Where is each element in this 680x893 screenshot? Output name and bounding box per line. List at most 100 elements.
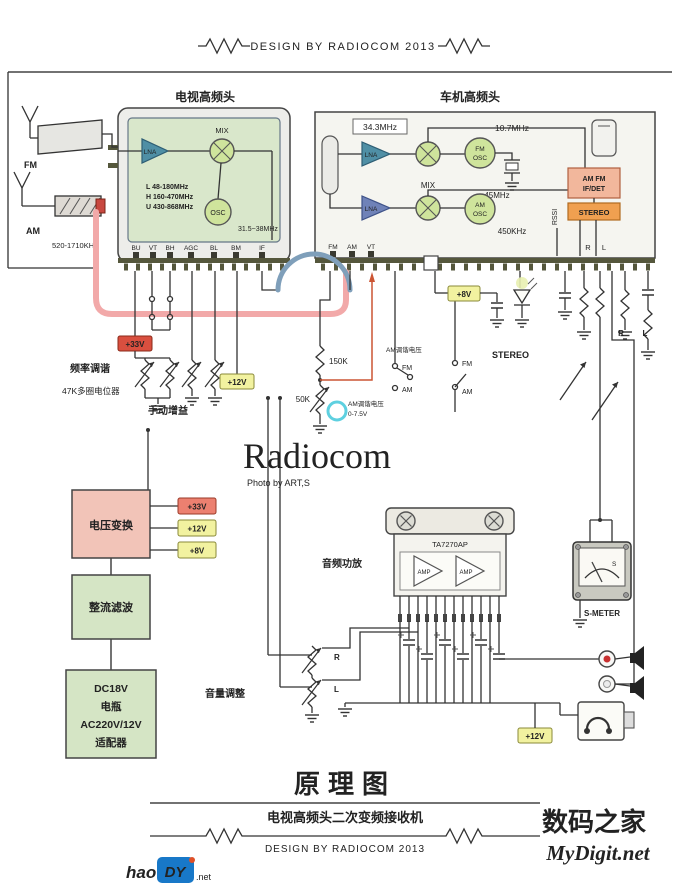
freq-pot-icon xyxy=(160,360,179,389)
oscillator-icon xyxy=(204,198,232,226)
sw2-fm-label: FM xyxy=(462,361,472,368)
meter-face xyxy=(578,547,626,587)
am-tune-label2: AM调谐电压 xyxy=(348,399,384,408)
v8-label: +8V xyxy=(457,290,472,299)
ground-icon xyxy=(207,397,223,406)
v12-label: +12V xyxy=(228,378,248,387)
footer-subtitle: 电视高频头二次变频接收机 xyxy=(267,810,423,825)
capacitor-icon xyxy=(490,302,504,309)
tv-pin-bh: BH xyxy=(165,245,174,252)
footer: 原理图 电视高频头二次变频接收机 DESIGN BY RADIOCOM 2013 xyxy=(150,769,540,855)
tv-pin-bl: BL xyxy=(210,245,218,252)
ground-icon xyxy=(572,619,588,628)
haody-dot-icon xyxy=(189,857,195,863)
screw-icon xyxy=(484,511,504,531)
am-mixer-icon xyxy=(415,195,441,221)
ground-icon xyxy=(337,708,353,717)
zigzag-right-icon xyxy=(438,37,490,55)
voltage-converter-block xyxy=(71,489,151,559)
r50k-label: 50K xyxy=(296,395,311,404)
watermark-credit: Photo by ART,S xyxy=(247,478,310,488)
tv-pin-vt: VT xyxy=(149,245,157,252)
am-tune-range: 0-7.5V xyxy=(348,411,368,418)
sw1-am-label: AM xyxy=(402,387,413,394)
vt-tuning-wire xyxy=(320,276,373,381)
stereo-label: STEREO xyxy=(492,350,529,360)
pwr-v33-badge xyxy=(177,497,217,515)
header: DESIGN BY RADIOCOM 2013 xyxy=(7,37,672,269)
audio-v12-label: +12V xyxy=(526,732,546,741)
channel-l-label: L xyxy=(334,685,339,694)
bus-tab xyxy=(423,255,439,271)
audio-outputs: +12V xyxy=(499,646,644,744)
tv-if-range: 31.5~38MHz xyxy=(238,226,278,233)
mid-out-r: R xyxy=(618,329,624,338)
zigzag-left-icon xyxy=(198,827,250,845)
car-pin-am: AM xyxy=(347,244,357,251)
amp-pins xyxy=(398,596,501,622)
am-if-label: 450KHz xyxy=(498,227,526,236)
speaker-icon xyxy=(630,676,644,700)
ground-icon xyxy=(576,331,592,340)
am-trimmer-icon xyxy=(95,198,106,214)
footer-title: 原理图 xyxy=(294,769,396,799)
volume-pot-r-icon xyxy=(302,646,321,675)
rectifier-label: 整流滤波 xyxy=(88,600,134,614)
car-pin-vt: VT xyxy=(367,244,375,251)
crystal-icon xyxy=(505,162,519,171)
s-meter: S S-METER xyxy=(572,541,632,628)
am-osc-icon xyxy=(464,193,496,225)
car-tuner-title: 车机高频头 xyxy=(440,89,500,104)
pwr-v12-label: +12V xyxy=(188,525,208,534)
ifdet-label-1: AM FM xyxy=(583,176,606,183)
pwr-v33-label: +33V xyxy=(188,503,208,512)
car-tuner-module: 车机高频头 34.3MHz 10.7MHz LNA FM OSC 45MHz M… xyxy=(314,89,656,271)
pot-desc-label: 47K多圈电位器 xyxy=(62,386,120,396)
r150k-label: 150K xyxy=(329,357,348,366)
volume-pot-l-icon xyxy=(302,678,321,707)
ground-icon xyxy=(304,714,320,723)
watermark: Radiocom Photo by ART,S xyxy=(243,436,391,488)
capacitor-icon xyxy=(641,289,655,296)
fm-balun-icon xyxy=(37,119,103,155)
fm-lna-icon xyxy=(361,141,392,167)
fm-osc-icon xyxy=(464,137,496,169)
am-osc-label-2: OSC xyxy=(473,211,487,218)
audio-section-label: 音频功放 xyxy=(322,557,363,570)
stereo-block xyxy=(567,202,621,221)
speaker-icon xyxy=(630,646,644,670)
am-feed-wire xyxy=(93,209,349,317)
stereo-block-label: STEREO xyxy=(579,208,610,217)
fm-mixer-icon xyxy=(415,141,441,167)
fm-if-label: 45MHz xyxy=(484,191,509,200)
tv-pin-bus xyxy=(118,258,290,263)
audio-amp: 音频功放 TA7270AP AMP AMP xyxy=(205,507,560,723)
fm-osc-label-1: FM xyxy=(475,146,484,153)
ground-icon xyxy=(514,319,530,328)
resistor-icon xyxy=(595,287,605,318)
tv-tuner-module: 电视高频头 LNA MIX L 48-180MHz H 160-470MHz U… xyxy=(108,89,291,271)
watermark-brand: Radiocom xyxy=(243,436,391,476)
car-pin-bus xyxy=(315,258,655,263)
highlight-circle xyxy=(326,400,348,422)
car-lna-am-label: LNA xyxy=(365,206,378,213)
pwr-v8-badge xyxy=(177,541,217,559)
mydigit-en-logo: MyDigit.net xyxy=(545,841,650,865)
haody-logo-box xyxy=(157,857,194,883)
car-out-r: R xyxy=(585,243,591,252)
battery-line-3: AC220V/12V xyxy=(80,719,141,731)
am-antenna-label: AM xyxy=(26,226,40,236)
tv-tuner-board xyxy=(127,117,281,243)
v33-label: +33V xyxy=(126,340,146,349)
am-tune-pot-icon xyxy=(310,385,329,414)
battery-line-2: 电瓶 xyxy=(101,700,122,713)
resistor-icon xyxy=(579,287,589,318)
headphone-jack-box xyxy=(577,701,625,741)
mydigit-cn-logo: 数码之家 xyxy=(542,807,646,837)
footer-credit: DESIGN BY RADIOCOM 2013 xyxy=(265,844,425,855)
manual-gain-label: 手动增益 xyxy=(148,404,188,417)
car-pin-fm: FM xyxy=(328,244,337,251)
tv-lna-label: LNA xyxy=(144,149,157,156)
